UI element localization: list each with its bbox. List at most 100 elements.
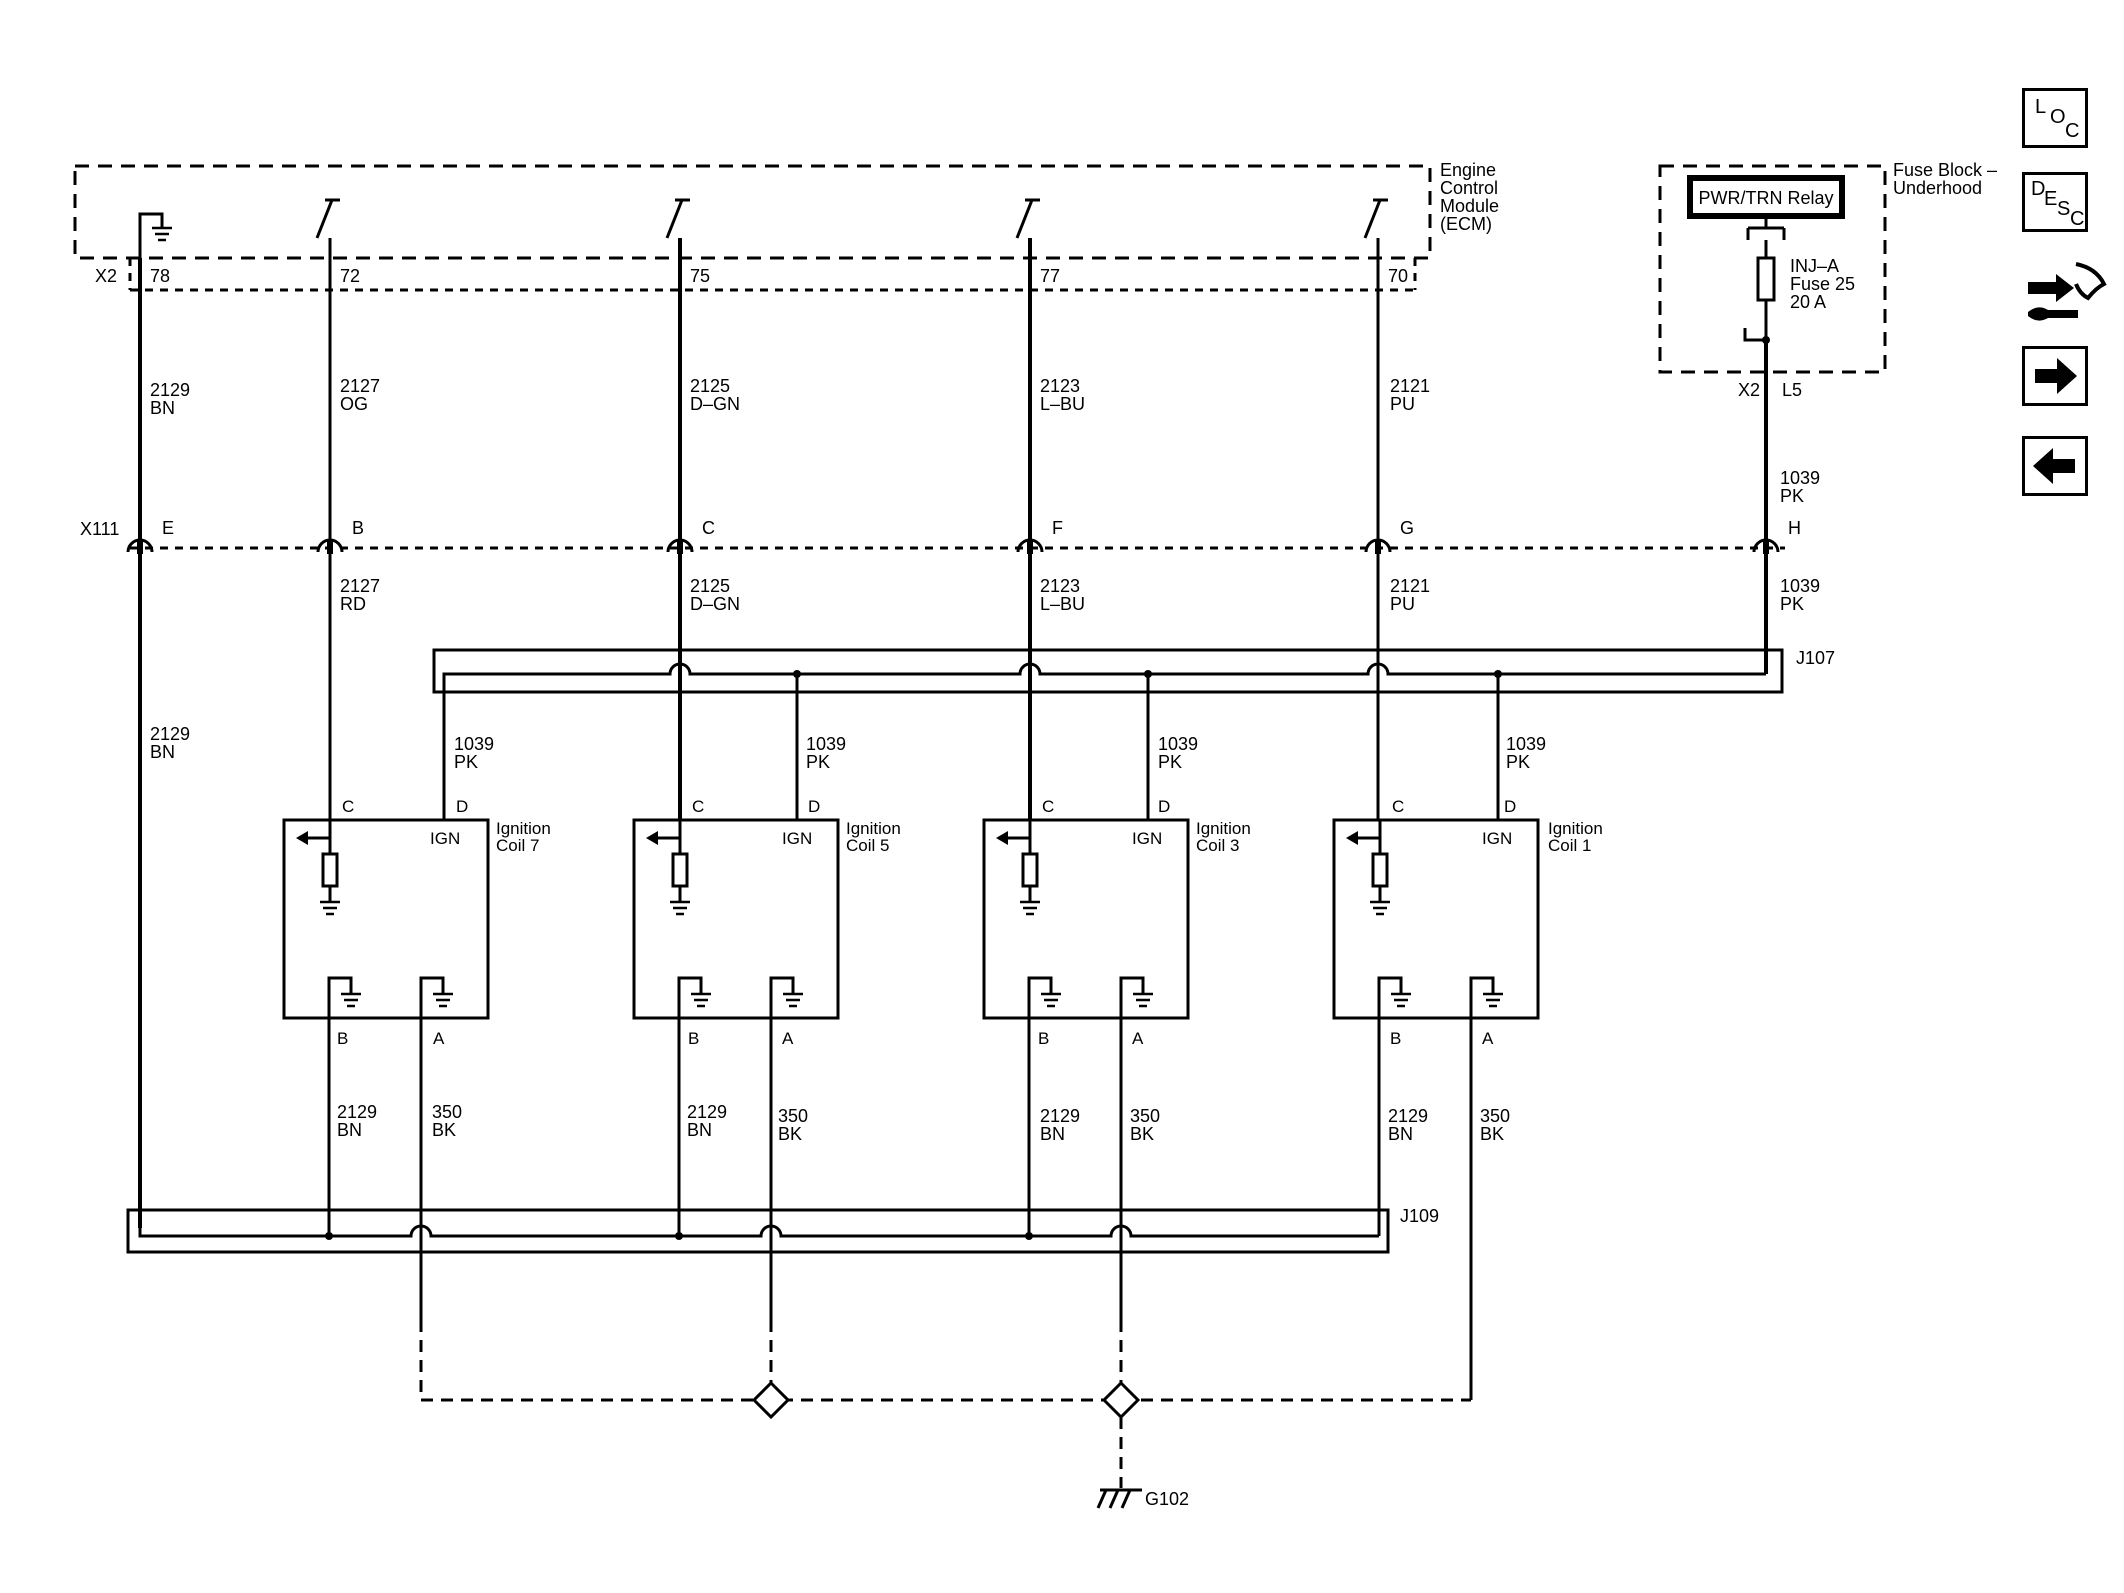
splice-j109: J109 [126, 1206, 1439, 1254]
svg-text:A: A [1132, 1029, 1144, 1048]
svg-text:PK: PK [1506, 752, 1530, 772]
svg-text:350: 350 [1130, 1106, 1160, 1126]
svg-text:Underhood: Underhood [1893, 178, 1982, 198]
svg-text:A: A [433, 1029, 445, 1048]
ignition-coil-5: C D IGN Ignition Coil 5 B A 1039 PK 2129… [632, 734, 901, 1144]
svg-text:PK: PK [806, 752, 830, 772]
arrow-left-icon [2033, 448, 2075, 484]
svg-text:L–BU: L–BU [1040, 594, 1085, 614]
connector-cavity-icon [316, 538, 344, 554]
lower-wires [138, 552, 1768, 1228]
svg-text:PK: PK [454, 752, 478, 772]
fuse-icon [1756, 256, 1776, 302]
svg-text:B: B [688, 1029, 699, 1048]
svg-text:Ignition: Ignition [1196, 819, 1251, 838]
upper-wire-labels: 2129 BN 2127 OG 2125 D–GN 2123 L–BU 2121… [150, 376, 1820, 506]
svg-text:C: C [342, 797, 354, 816]
svg-text:G: G [1400, 518, 1414, 538]
svg-text:E: E [162, 518, 174, 538]
svg-text:H: H [1788, 518, 1801, 538]
coil-driver-symbol-icon [296, 820, 340, 916]
connector-cavity-icon [1016, 538, 1044, 554]
splice-diamond-icon [1101, 1380, 1141, 1420]
fuse-label: INJ–A Fuse 25 20 A [1790, 256, 1855, 312]
svg-text:BN: BN [1388, 1124, 1413, 1144]
svg-text:D: D [456, 797, 468, 816]
svg-text:D–GN: D–GN [690, 394, 740, 414]
coil-ground-icon [1119, 976, 1153, 1018]
previous-button[interactable] [2022, 436, 2088, 496]
fuse-block-label: Fuse Block – [1893, 160, 1997, 180]
ignition-coil-7: C D IGN Ignition Coil 7 B A 1039 PK 2129… [282, 734, 551, 1140]
svg-text:1039: 1039 [1158, 734, 1198, 754]
svg-text:2129: 2129 [150, 724, 190, 744]
svg-text:BN: BN [150, 398, 175, 418]
svg-text:A: A [782, 1029, 794, 1048]
ecm-switch-icon [315, 198, 1388, 239]
svg-text:(ECM): (ECM) [1440, 214, 1492, 234]
svg-text:C: C [692, 797, 704, 816]
svg-text:Ignition: Ignition [496, 819, 551, 838]
svg-text:IGN: IGN [1132, 829, 1162, 848]
svg-text:BN: BN [337, 1120, 362, 1140]
svg-text:2123: 2123 [1040, 376, 1080, 396]
svg-text:G102: G102 [1145, 1489, 1189, 1509]
splice-diamond-icon [751, 1380, 791, 1420]
coil-ground-icon [1469, 976, 1503, 1018]
svg-text:2121: 2121 [1390, 376, 1430, 396]
svg-text:BK: BK [1130, 1124, 1154, 1144]
svg-text:X111: X111 [80, 519, 119, 539]
ecm-pin-72: 72 [340, 266, 360, 286]
connector-cavity-icon [1364, 538, 1392, 554]
lower-wire-labels: 2129 BN 2127 RD 2125 D–GN 2123 L–BU 2121… [150, 576, 1820, 762]
ecm-pin-77: 77 [1040, 266, 1060, 286]
ecm-pin-78: 78 [150, 266, 170, 286]
svg-text:1039: 1039 [1780, 576, 1820, 596]
chassis-ground-icon [1096, 1488, 1142, 1509]
svg-text:D: D [1158, 797, 1170, 816]
ground-circuit: G102 [419, 1226, 1473, 1509]
ecm-ground-icon [138, 212, 172, 258]
ignition-coil-3: C D IGN Ignition Coil 3 B A 1039 PK 2129… [982, 734, 1251, 1144]
ecm-pin-75: 75 [690, 266, 710, 286]
svg-text:D–GN: D–GN [690, 594, 740, 614]
svg-text:B: B [1390, 1029, 1401, 1048]
svg-text:2129: 2129 [1388, 1106, 1428, 1126]
svg-text:BK: BK [432, 1120, 456, 1140]
svg-text:Coil 7: Coil 7 [496, 836, 539, 855]
svg-text:2127: 2127 [340, 376, 380, 396]
svg-text:1039: 1039 [1780, 468, 1820, 488]
next-button[interactable] [2022, 346, 2088, 406]
svg-text:B: B [337, 1029, 348, 1048]
splice-j107: J107 [432, 648, 1835, 820]
svg-text:PK: PK [1780, 594, 1804, 614]
svg-text:Coil 1: Coil 1 [1548, 836, 1591, 855]
svg-text:350: 350 [432, 1102, 462, 1122]
svg-text:2129: 2129 [687, 1102, 727, 1122]
connector-tool-icon[interactable] [2022, 254, 2112, 328]
svg-text:20 A: 20 A [1790, 292, 1826, 312]
svg-text:BK: BK [1480, 1124, 1504, 1144]
svg-text:C: C [702, 518, 715, 538]
svg-text:IGN: IGN [430, 829, 460, 848]
loc-button[interactable]: L O C [2022, 88, 2088, 148]
svg-text:D: D [1504, 797, 1516, 816]
desc-button[interactable]: D E S C [2022, 172, 2088, 232]
coil-driver-symbol-icon [1346, 820, 1390, 916]
svg-text:1039: 1039 [454, 734, 494, 754]
connector-cavity-icon [126, 538, 154, 554]
svg-text:2129: 2129 [1040, 1106, 1080, 1126]
coil-ground-icon [419, 976, 453, 1018]
svg-text:L–BU: L–BU [1040, 394, 1085, 414]
coil-output-wires [327, 1018, 1473, 1400]
svg-text:J107: J107 [1796, 648, 1835, 668]
svg-text:C: C [1392, 797, 1404, 816]
svg-text:PU: PU [1390, 594, 1415, 614]
svg-text:OG: OG [340, 394, 368, 414]
svg-text:1039: 1039 [806, 734, 846, 754]
svg-text:D: D [808, 797, 820, 816]
svg-text:PK: PK [1158, 752, 1182, 772]
arrow-right-icon [2035, 358, 2077, 394]
svg-text:Module: Module [1440, 196, 1499, 216]
ecm-module: Engine Control Module (ECM) X2 78 72 75 … [73, 160, 1499, 292]
